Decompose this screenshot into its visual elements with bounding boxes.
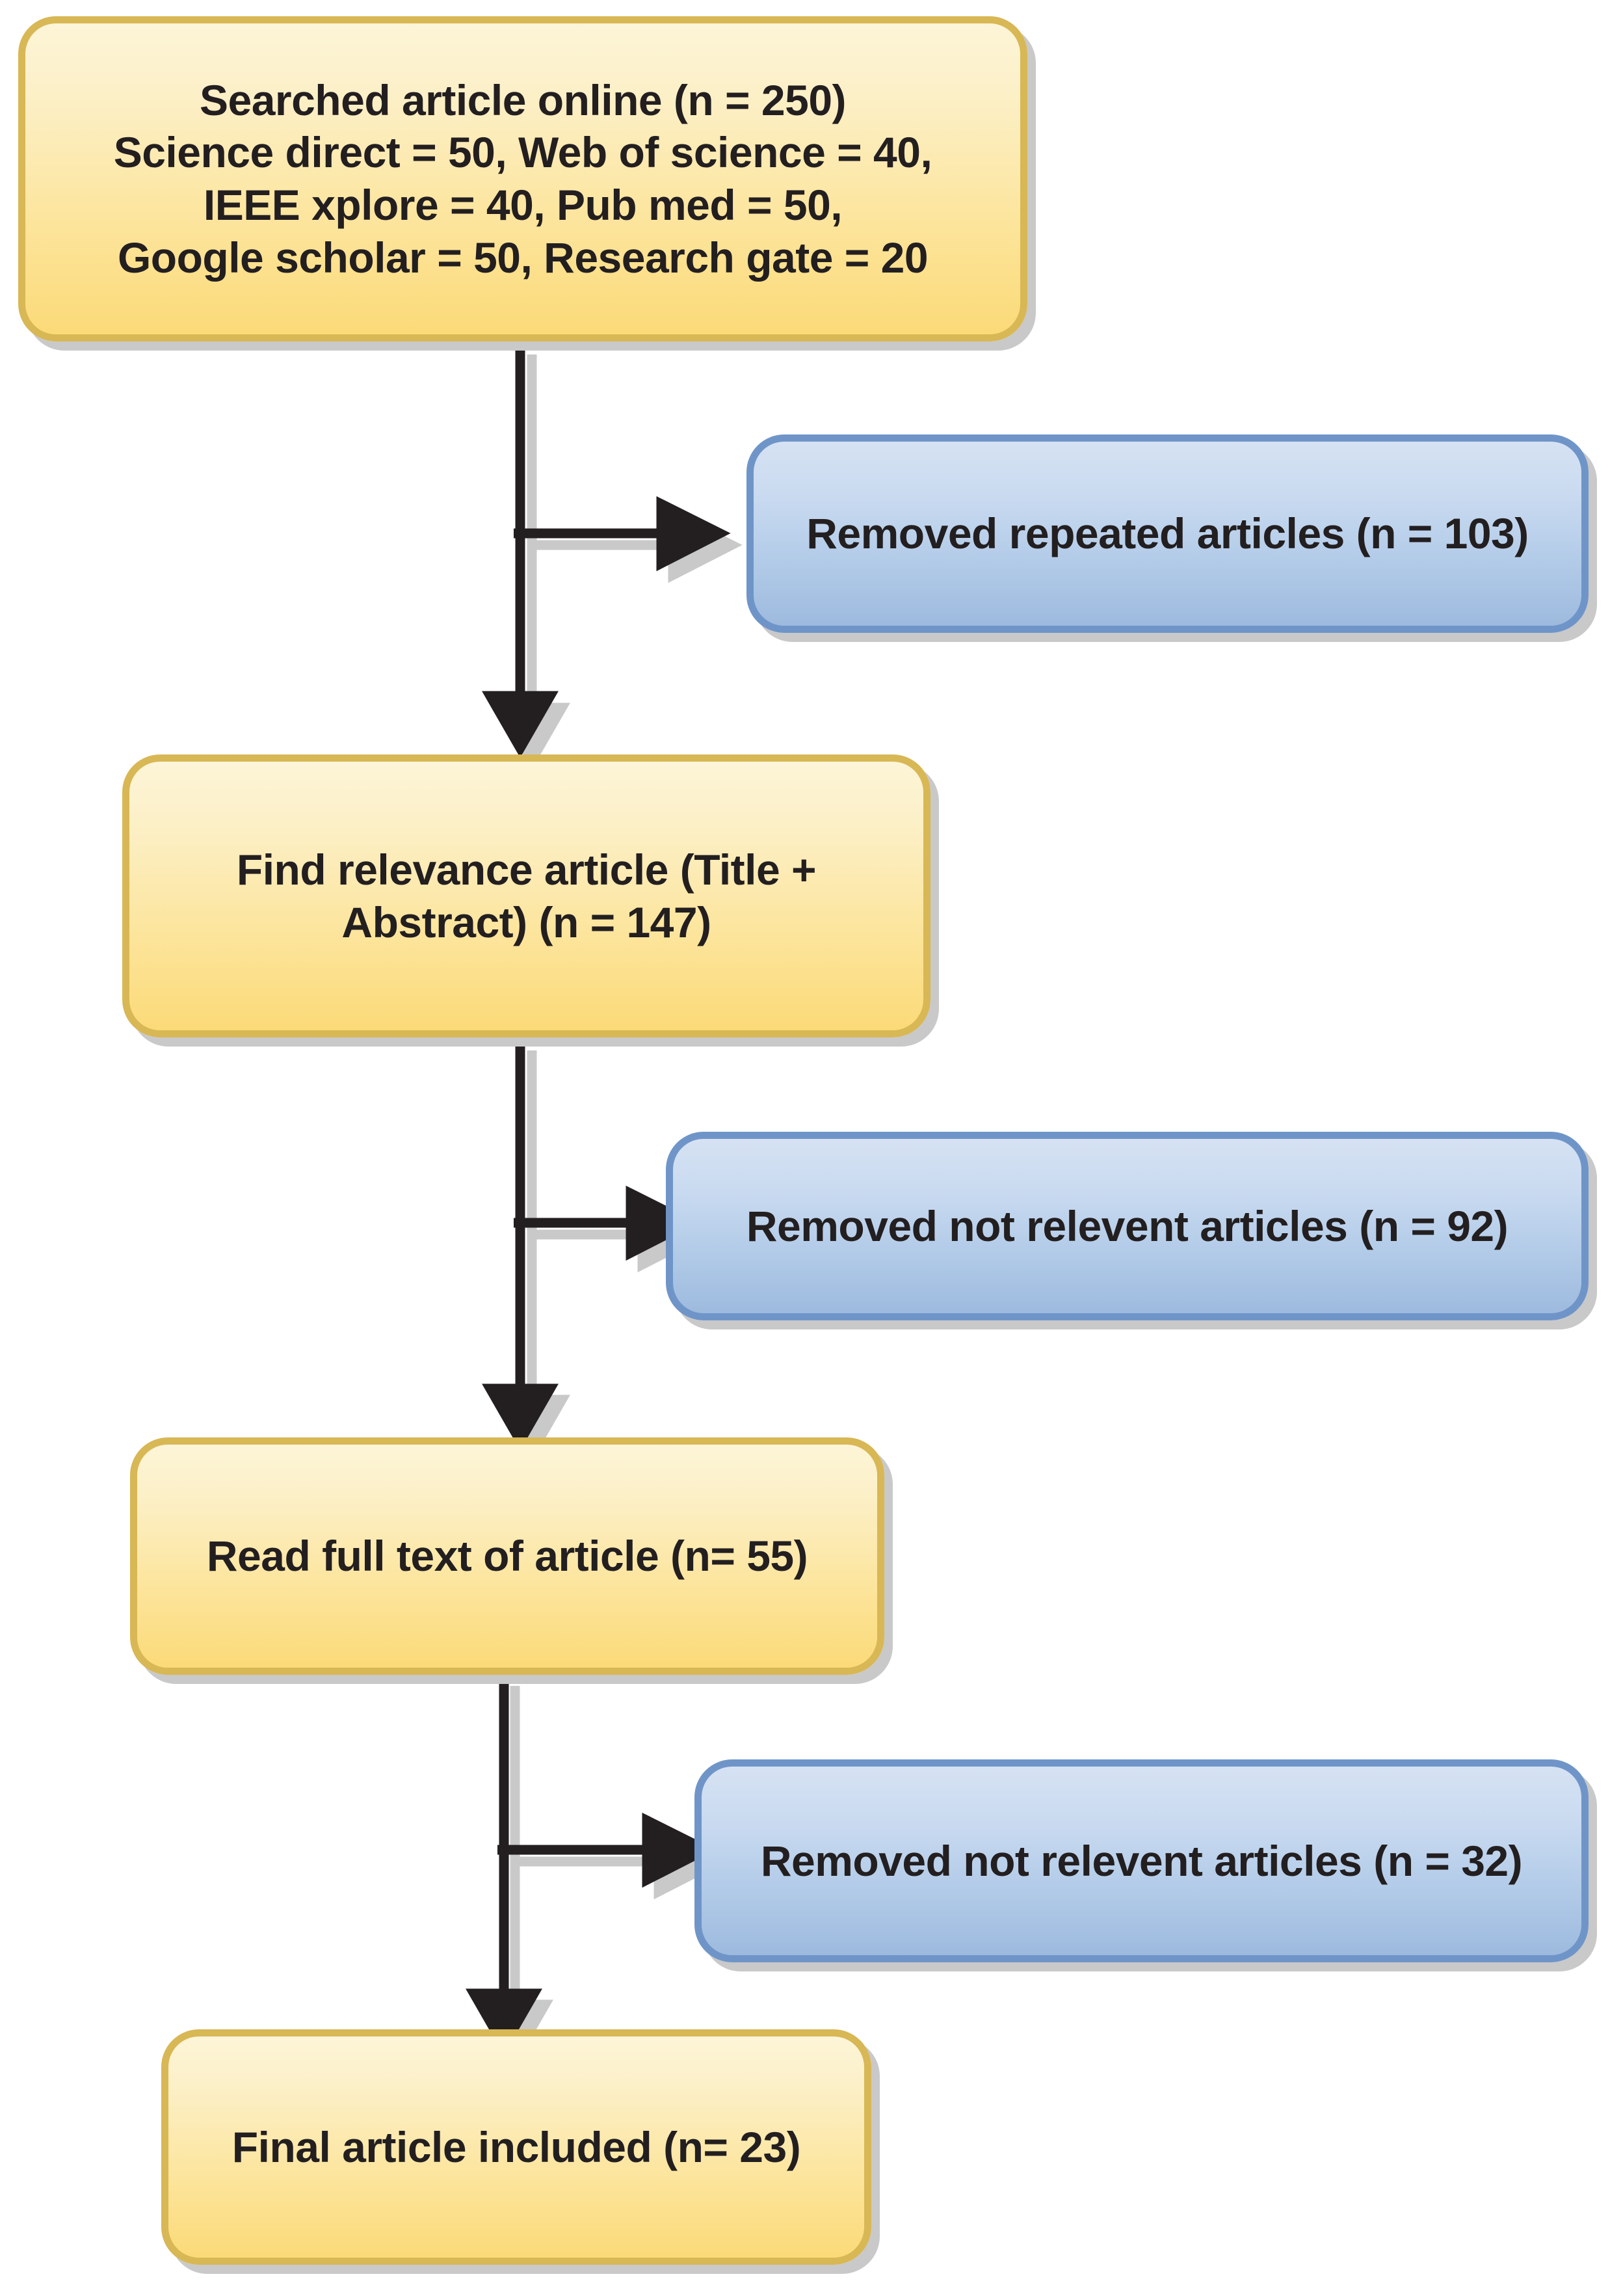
node-removed-screening[interactable]: Removed not relevent articles (n = 92) (666, 1132, 1589, 1320)
node-eligibility-label: Read full text of article (n= 55) (206, 1532, 808, 1581)
node-included-label: Final article included (n= 23) (231, 2122, 801, 2171)
arrowhead-screening-to-eligibility (482, 1383, 559, 1451)
arrowhead-identification-to-screening (482, 691, 559, 758)
node-included[interactable]: Final article included (n= 23) (161, 2029, 871, 2265)
node-identification-label: Searched article online (n = 250) Scienc… (113, 75, 932, 282)
node-removed-eligibility-label: Removed not relevent articles (n = 32) (760, 1836, 1523, 1885)
node-eligibility[interactable]: Read full text of article (n= 55) (130, 1437, 884, 1675)
node-identification[interactable]: Searched article online (n = 250) Scienc… (18, 16, 1027, 341)
node-removed-duplicates-label: Removed repeated articles (n = 103) (806, 509, 1529, 558)
node-removed-eligibility[interactable]: Removed not relevent articles (n = 32) (694, 1759, 1589, 1962)
node-screening[interactable]: Find relevance article (Title + Abstract… (122, 754, 930, 1037)
node-removed-duplicates[interactable]: Removed repeated articles (n = 103) (746, 434, 1589, 633)
node-screening-label: Find relevance article (Title + Abstract… (236, 845, 817, 946)
node-removed-screening-label: Removed not relevent articles (n = 92) (746, 1201, 1509, 1250)
arrowhead-to-removed-duplicates (656, 496, 731, 572)
